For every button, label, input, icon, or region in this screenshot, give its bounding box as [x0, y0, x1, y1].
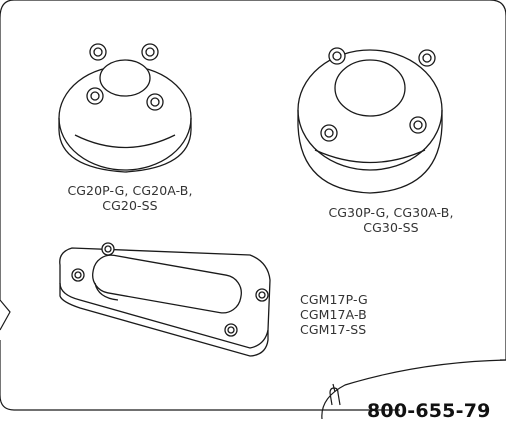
cgm17-label-line-1: CGM17P-G	[300, 292, 368, 307]
cg20-label-line-1: CG20P-G, CG20A-B,	[67, 183, 193, 198]
cgm17-label: CGM17P-G CGM17A-B CGM17-SS	[300, 292, 368, 337]
phone-number: 800-655-79	[367, 400, 491, 422]
cg20-label: CG20P-G, CG20A-B, CG20-SS	[45, 183, 215, 213]
cgm17-gland-icon	[59, 242, 271, 357]
cg20-label-line-2: CG20-SS	[102, 198, 158, 213]
cg30-label: CG30P-G, CG30A-B, CG30-SS	[306, 205, 476, 235]
cg30-gland-icon	[297, 47, 443, 194]
hand-icon	[329, 383, 341, 406]
cg30-label-line-2: CG30-SS	[363, 220, 419, 235]
cg30-label-line-1: CG30P-G, CG30A-B,	[328, 205, 454, 220]
cg20-gland-icon	[58, 43, 192, 173]
cgm17-label-line-3: CGM17-SS	[300, 322, 367, 337]
cgm17-label-line-2: CGM17A-B	[300, 307, 367, 322]
phone-callout-outline	[321, 359, 506, 419]
